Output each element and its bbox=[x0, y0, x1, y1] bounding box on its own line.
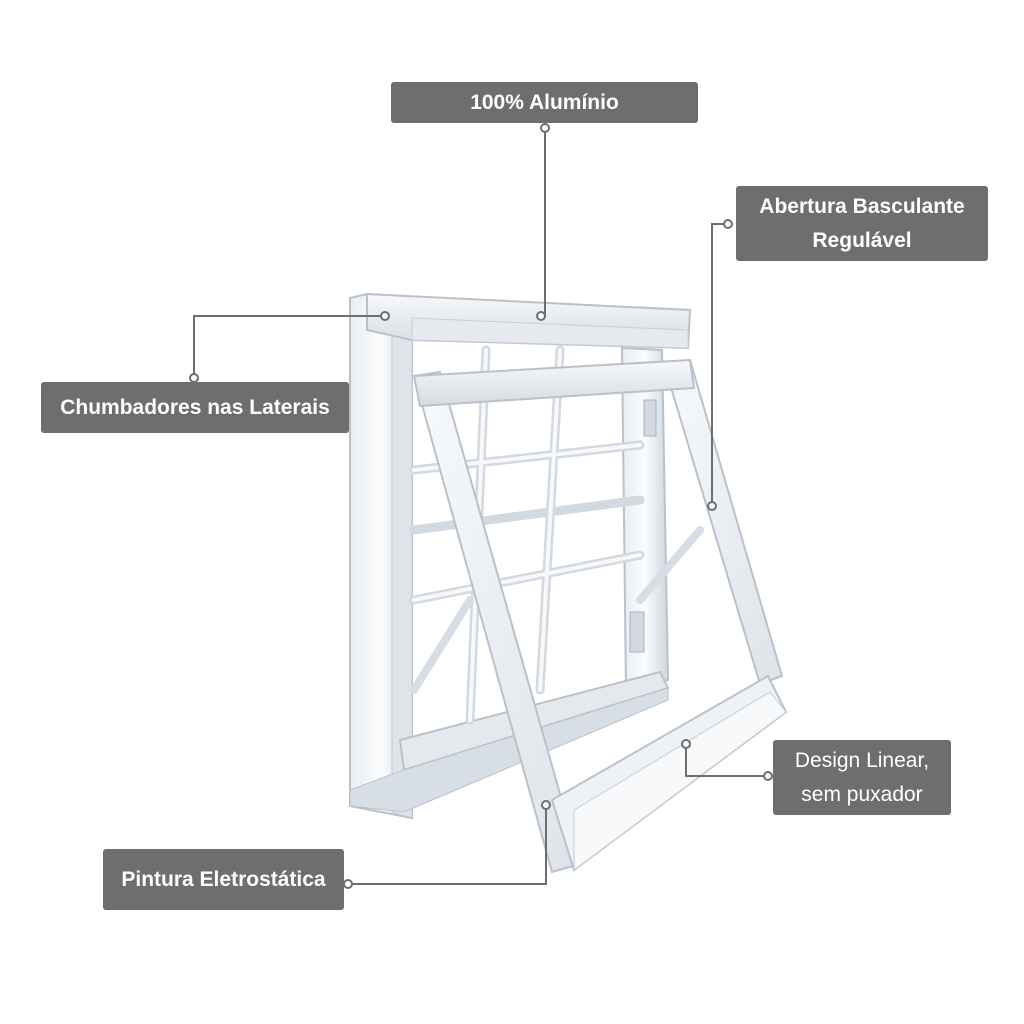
sash-right-stile bbox=[662, 358, 784, 686]
dot-abertura-end bbox=[707, 501, 717, 511]
dot-aluminio-top bbox=[540, 123, 550, 133]
hinge-top bbox=[643, 399, 657, 437]
sash-bottom-rail-face bbox=[573, 691, 787, 871]
dot-design-start bbox=[763, 771, 773, 781]
dot-pintura-end bbox=[541, 800, 551, 810]
frame-top-lip bbox=[411, 317, 689, 349]
tilt-sash bbox=[412, 358, 788, 874]
dot-chumbadores-end bbox=[380, 311, 390, 321]
callout-chumbadores: Chumbadores nas Laterais bbox=[41, 382, 349, 433]
callout-abertura-line1: Abertura Basculante bbox=[759, 194, 965, 218]
callout-abertura-line2: Regulável bbox=[812, 228, 912, 252]
leader-abertura bbox=[711, 223, 726, 506]
callout-chumbadores-text: Chumbadores nas Laterais bbox=[60, 395, 330, 419]
frame-bottom-base bbox=[349, 687, 669, 813]
hinge bbox=[629, 611, 645, 653]
dot-abertura-start bbox=[723, 219, 733, 229]
brace-arms bbox=[410, 526, 704, 694]
leader-chumbadores bbox=[193, 315, 385, 378]
callout-design-line2: sem puxador bbox=[801, 782, 923, 806]
callout-pintura-text: Pintura Eletrostática bbox=[121, 867, 326, 891]
callout-abertura-basculante: Abertura Basculante Regulável bbox=[736, 186, 988, 261]
leader-design bbox=[685, 744, 768, 777]
callout-aluminio-text: 100% Alumínio bbox=[470, 90, 619, 114]
dot-chumbadores-start bbox=[189, 373, 199, 383]
callout-pintura: Pintura Eletrostática bbox=[103, 849, 344, 910]
leader-pintura bbox=[348, 805, 547, 885]
sash-top-rail bbox=[412, 358, 696, 408]
callout-design-linear: Design Linear, sem puxador bbox=[773, 740, 951, 815]
dot-design-end bbox=[681, 739, 691, 749]
frame-right-post bbox=[620, 346, 670, 692]
callout-design-line1: Design Linear, bbox=[794, 748, 930, 772]
leader-dots bbox=[189, 123, 773, 889]
dot-aluminio-end bbox=[536, 311, 546, 321]
dot-pintura-start bbox=[343, 879, 353, 889]
callout-aluminio: 100% Alumínio bbox=[391, 82, 698, 123]
leader-aluminio bbox=[541, 128, 546, 317]
